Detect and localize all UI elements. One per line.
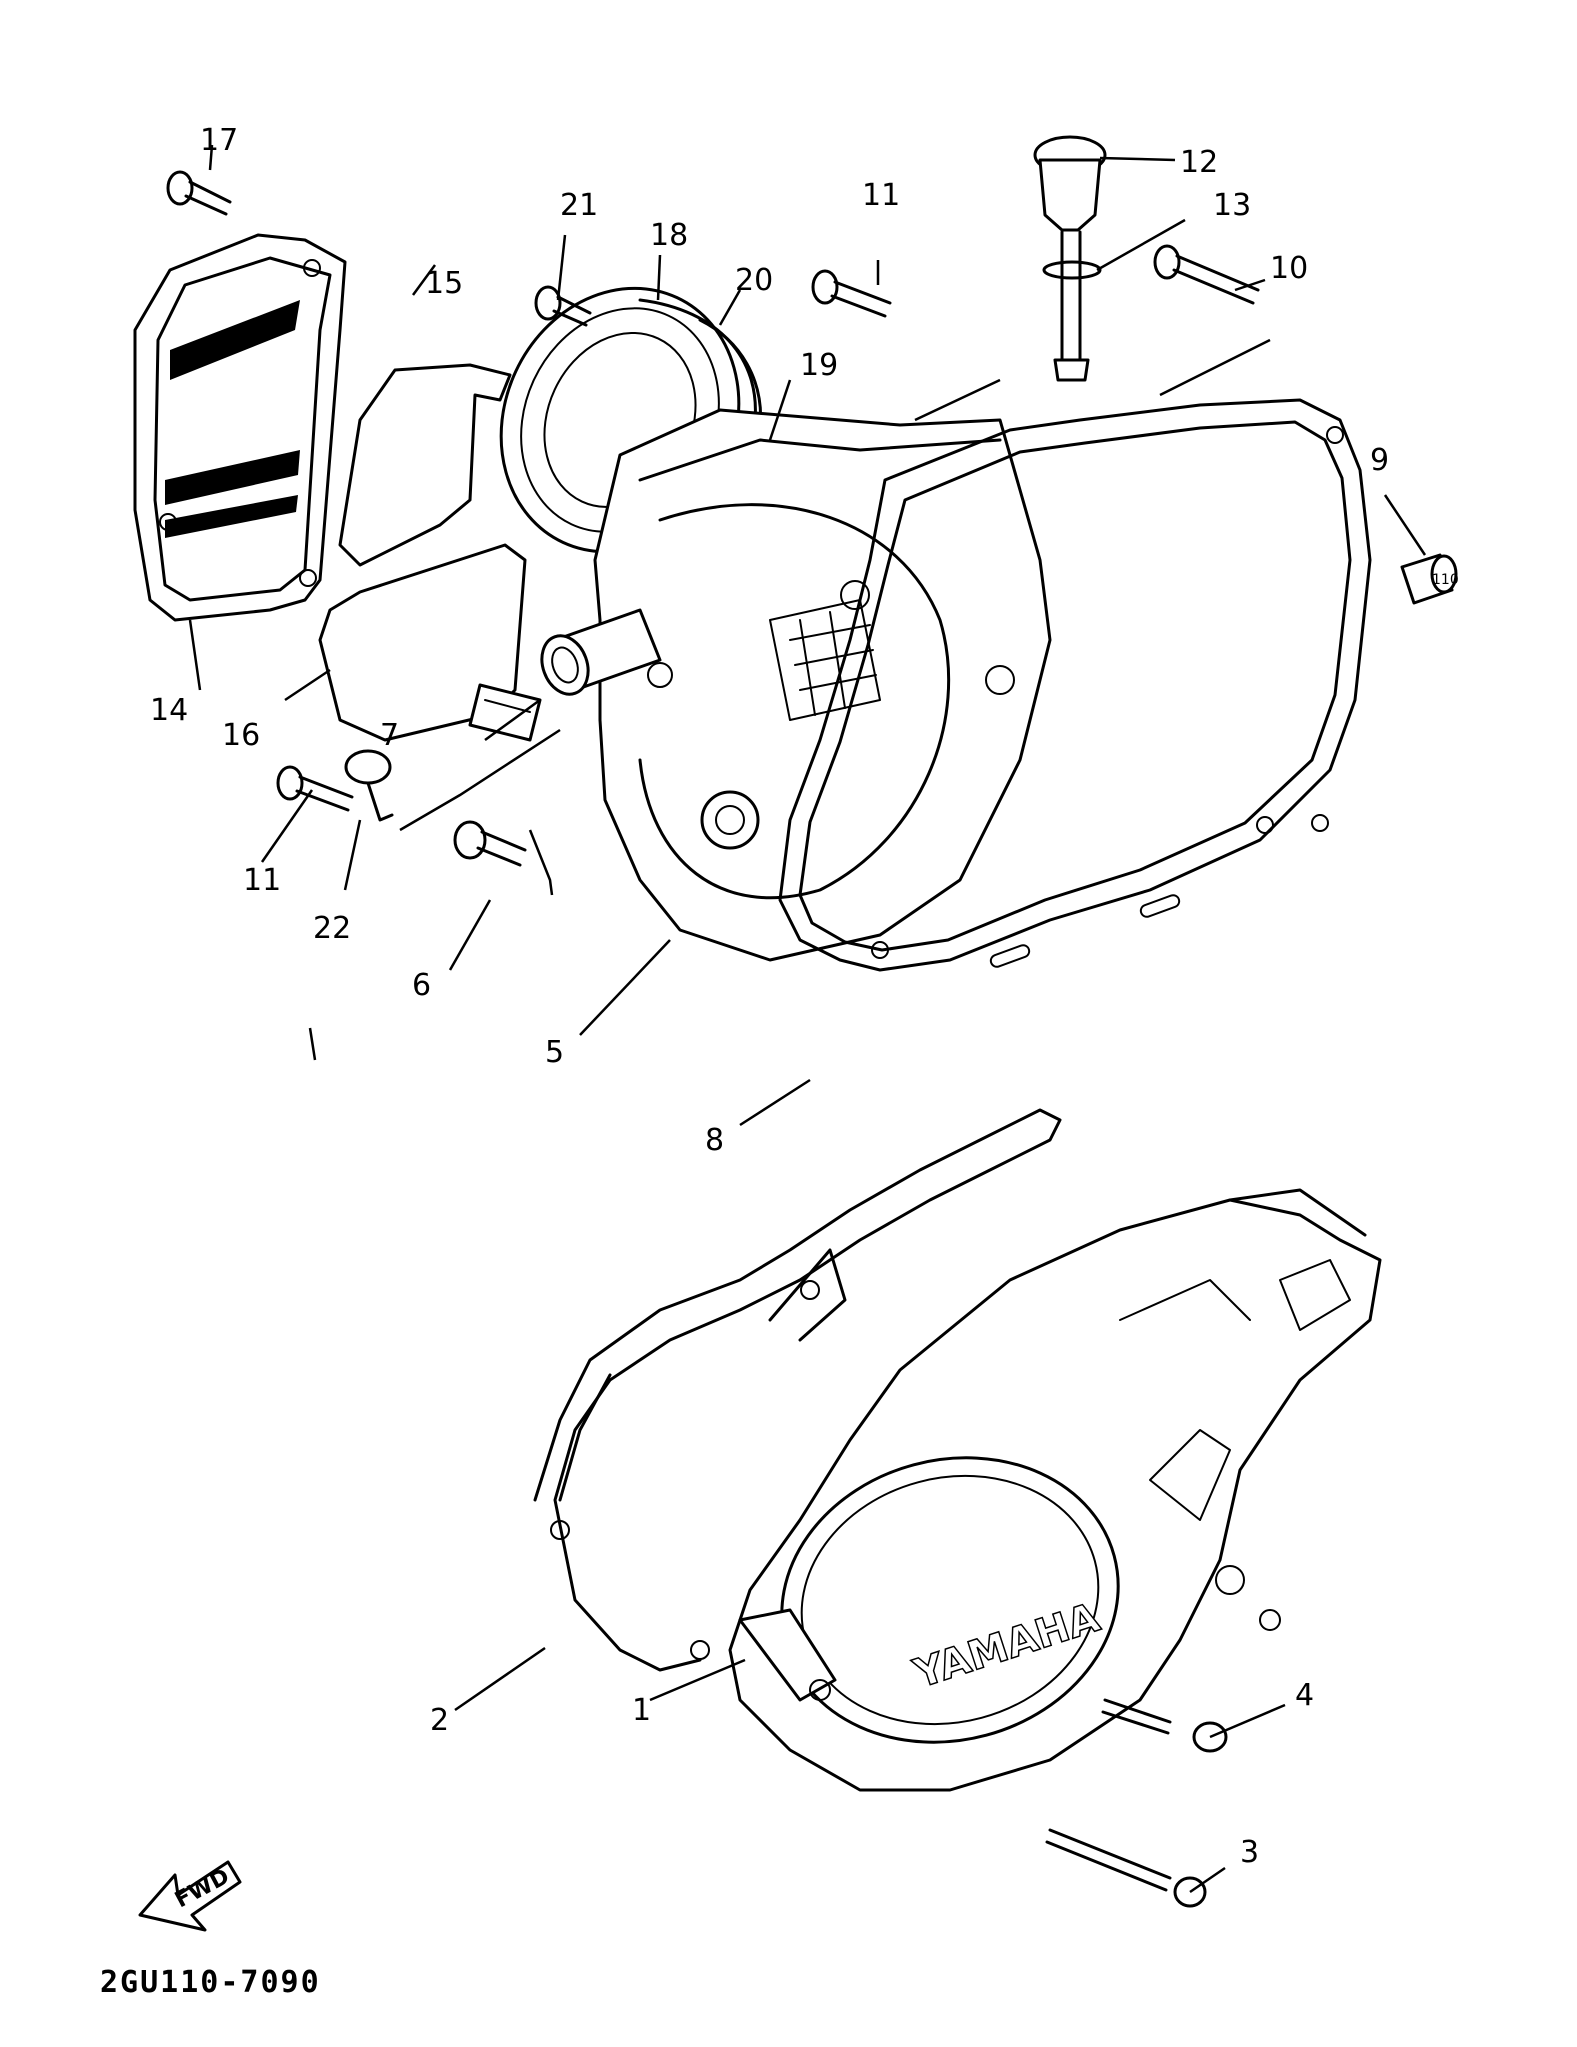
label-15: 15 [425, 266, 463, 301]
part-labels: 1 2 3 4 5 6 7 8 9 10 11 12 13 14 15 16 1… [150, 123, 1389, 1870]
label-8: 8 [705, 1123, 724, 1158]
bolt-21 [534, 285, 592, 327]
label-11-left: 11 [243, 863, 281, 898]
bolt-10 [1153, 244, 1260, 305]
bolt-11-left [276, 765, 354, 812]
label-4: 4 [1295, 1678, 1314, 1713]
part-5-crankcase-cover [540, 408, 1052, 962]
fwd-arrow-icon: FWD [138, 1860, 242, 1932]
label-3: 3 [1240, 1835, 1259, 1870]
part-15-plate [338, 363, 512, 567]
bolt-3 [1045, 1828, 1207, 1908]
label-17: 17 [200, 123, 238, 158]
label-18: 18 [650, 218, 688, 253]
part-8-gasket [778, 398, 1372, 972]
bolt-11-top [811, 269, 892, 318]
part-1-lower-cover: YAMAHA [728, 1188, 1382, 1792]
label-21: 21 [560, 188, 598, 223]
part-16-gasket [318, 543, 527, 742]
label-5: 5 [545, 1035, 564, 1070]
label-12: 12 [1180, 145, 1218, 180]
bolt-17 [166, 170, 232, 216]
part-14-cover [133, 233, 347, 622]
part-7-filter [468, 683, 542, 742]
label-14: 14 [150, 693, 188, 728]
label-22: 22 [313, 911, 351, 946]
part-6-bolt [453, 820, 527, 867]
label-10: 10 [1270, 251, 1308, 286]
label-20: 20 [735, 263, 773, 298]
label-11-top: 11 [862, 178, 900, 213]
label-13: 13 [1213, 188, 1251, 223]
part-12-13-dipstick [1033, 135, 1107, 382]
label-2: 2 [430, 1703, 449, 1738]
part-22-clip [344, 749, 394, 822]
label-9: 9 [1370, 443, 1389, 478]
label-6: 6 [412, 968, 431, 1003]
plug-marking: 110 [1432, 572, 1459, 588]
label-19: 19 [800, 348, 838, 383]
part-2-gasket [533, 1108, 1062, 1672]
label-1: 1 [632, 1693, 651, 1728]
diagram-part-code: 2GU110-7090 [100, 1965, 321, 2000]
label-7: 7 [380, 718, 399, 753]
part-9-plug: 110 [1400, 553, 1459, 605]
leader-lines [188, 144, 1427, 1894]
label-16: 16 [222, 718, 260, 753]
